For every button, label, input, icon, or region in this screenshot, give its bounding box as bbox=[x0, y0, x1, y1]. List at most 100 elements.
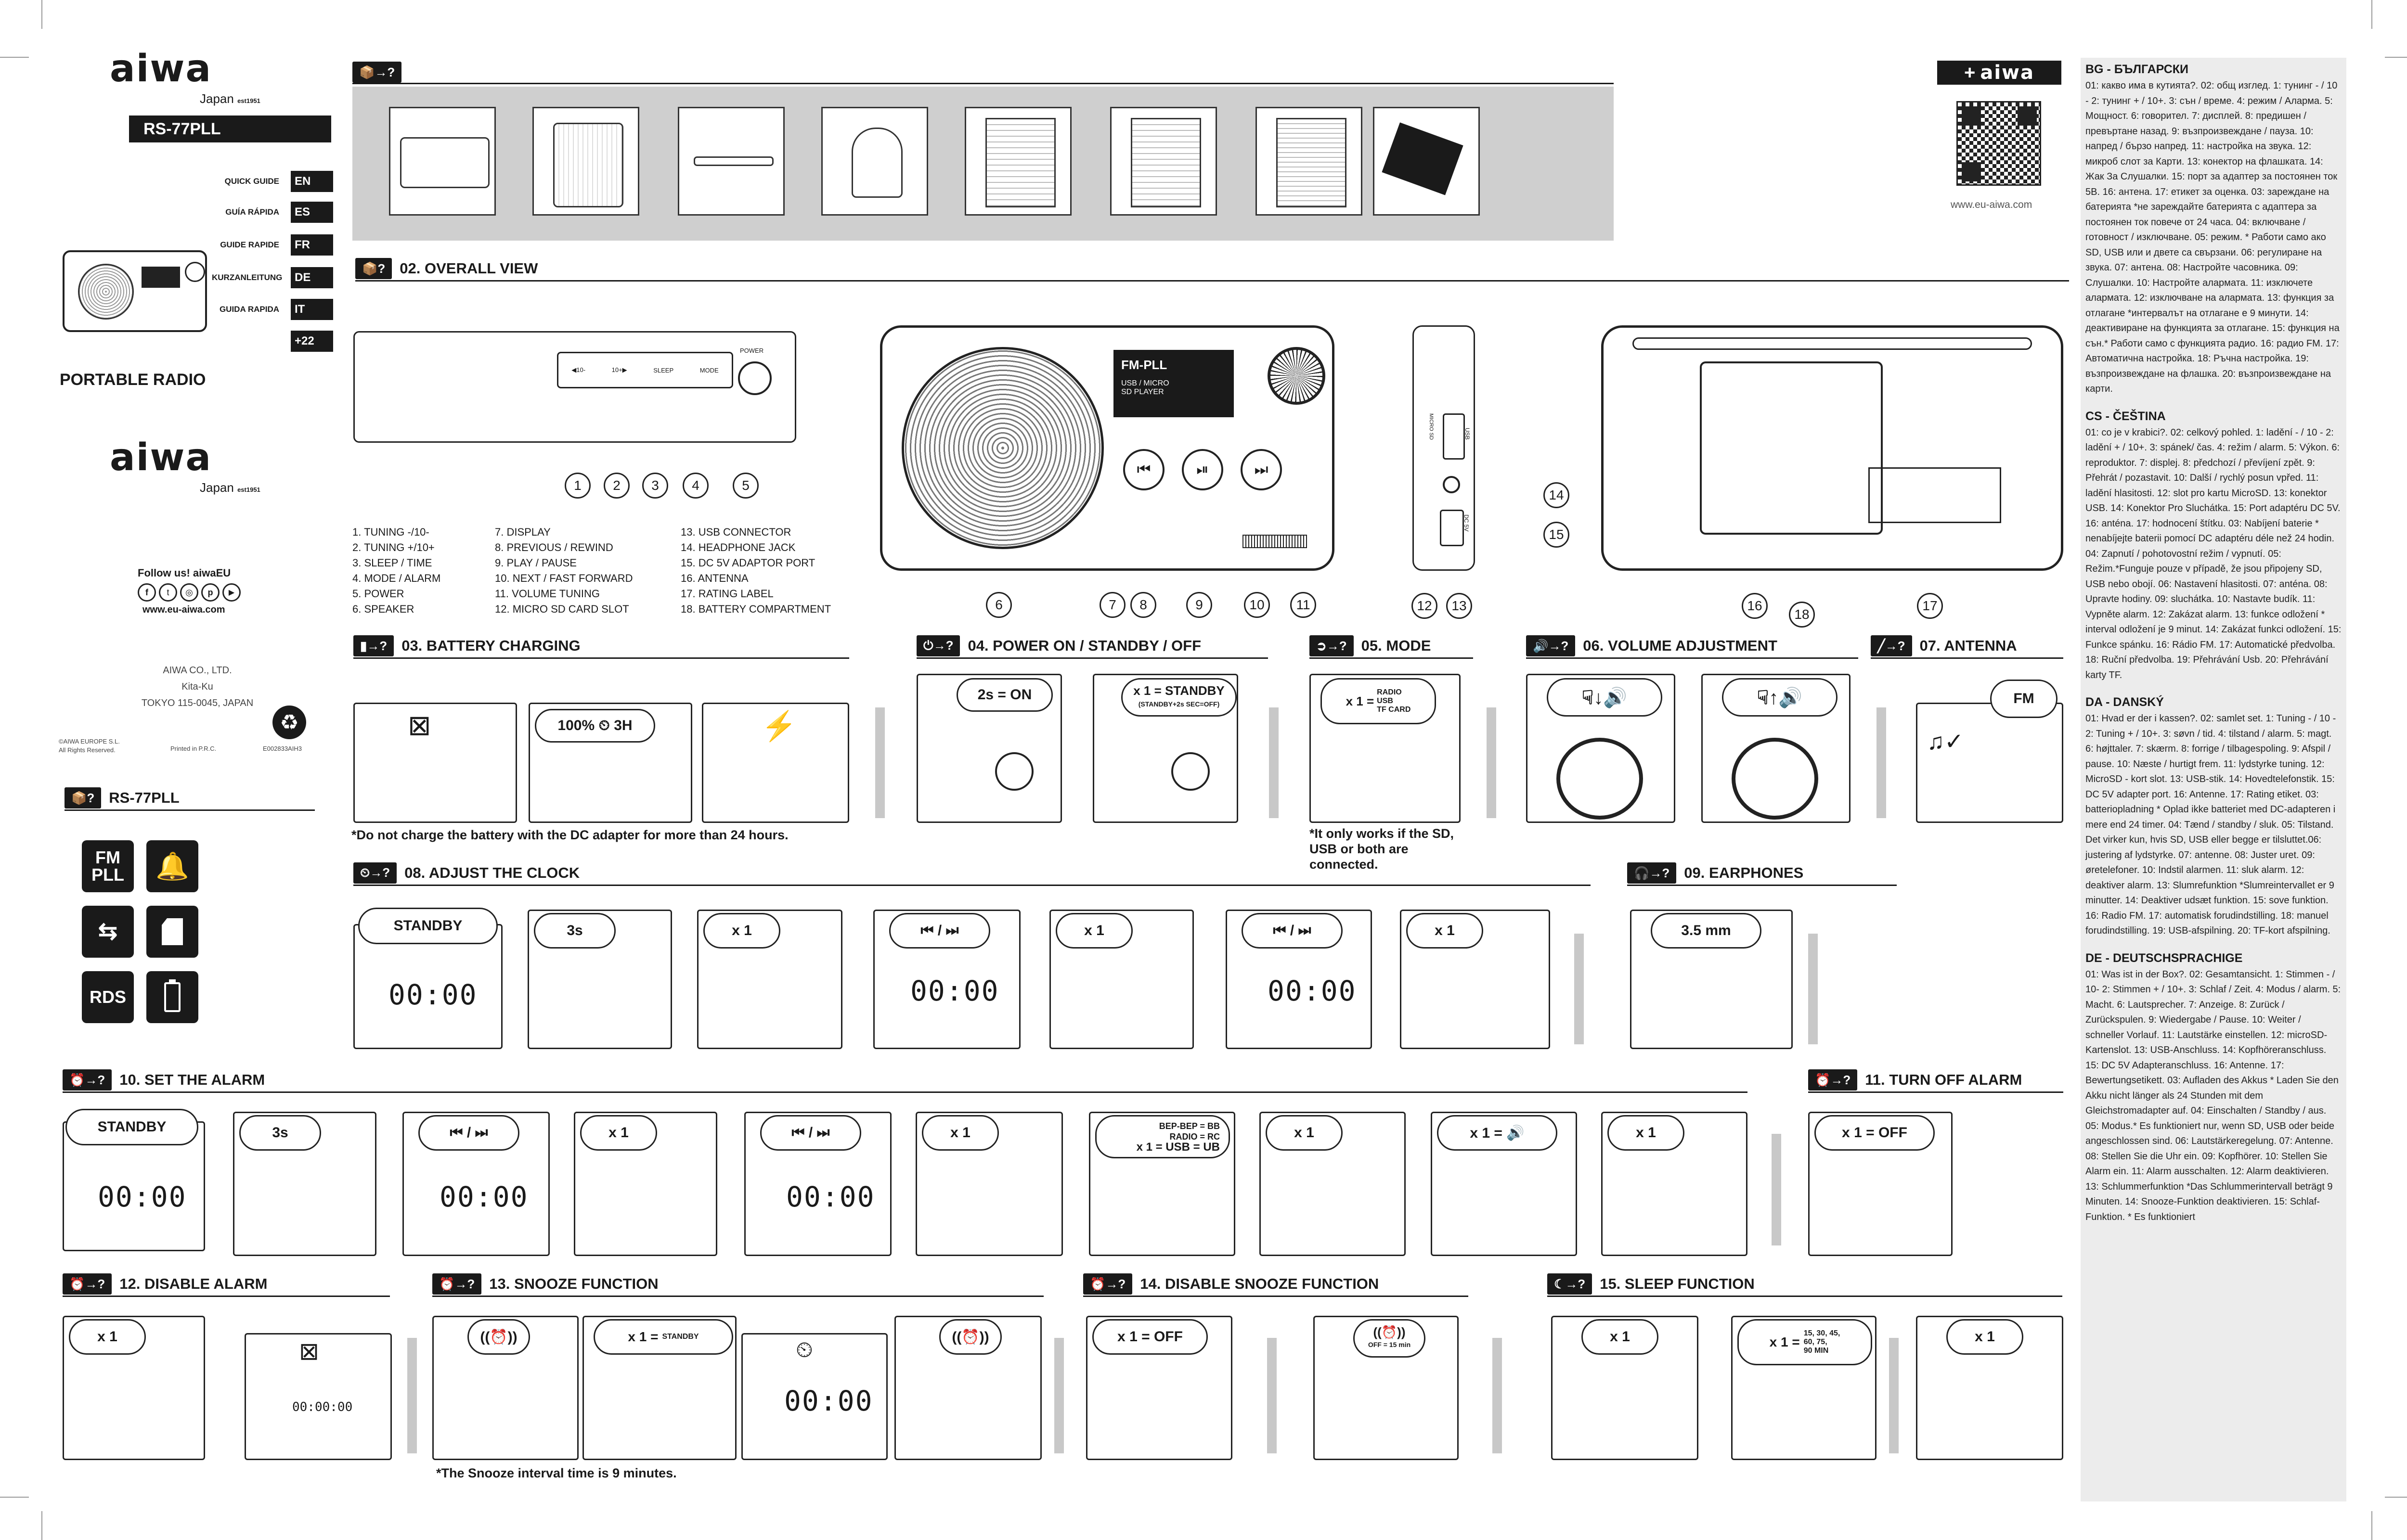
radio-thumbnail bbox=[63, 250, 207, 332]
s13-note: *The Snooze interval time is 9 minutes. bbox=[436, 1466, 677, 1480]
tuning-plus-label[interactable]: 10+▶ bbox=[611, 366, 627, 373]
divider bbox=[1871, 657, 2063, 659]
lang-code: ES bbox=[291, 202, 333, 223]
radio-top-view: ◀10- 10+▶ SLEEP MODE POWER bbox=[353, 331, 796, 443]
mode-radio: RADIO bbox=[1377, 688, 1402, 696]
headphone-jack[interactable] bbox=[1443, 476, 1460, 493]
callout-1: 1 bbox=[565, 473, 591, 499]
alarm-usb: x 1 = USB = UB bbox=[1136, 1141, 1220, 1154]
divider bbox=[63, 1091, 1747, 1093]
power-button[interactable] bbox=[1171, 752, 1210, 791]
lang-text: 01: Was ist in der Box?. 02: Gesamtansic… bbox=[2085, 969, 2341, 1222]
facebook-icon[interactable]: f bbox=[138, 583, 156, 602]
s09-header: 🎧→? 09. EARPHONES bbox=[1627, 862, 1803, 884]
volume-knob[interactable] bbox=[1268, 347, 1325, 405]
instagram-icon[interactable]: ◎ bbox=[180, 583, 198, 602]
lang-block-bg: BG - БЪЛГАРСКИ 01: какво има в кутията?.… bbox=[2085, 63, 2342, 397]
alarm-step-2: 3s bbox=[233, 1112, 376, 1256]
clock-step-7: x 1 bbox=[1400, 910, 1550, 1049]
snooze-bubble: x 1 = STANDBY bbox=[594, 1319, 733, 1355]
skip-bubble: ⏮ / ⏭ bbox=[1242, 913, 1343, 949]
battery-question-icon: ▮→? bbox=[353, 635, 394, 656]
clock-display: 00:00:00 bbox=[292, 1400, 353, 1414]
legend-col-2: 7. DISPLAY 8. PREVIOUS / REWIND 9. PLAY … bbox=[495, 525, 633, 617]
mode-question-icon: ➲→? bbox=[1309, 635, 1354, 656]
item-pouch bbox=[532, 107, 639, 216]
previous-button[interactable]: ⏮ bbox=[1123, 449, 1165, 490]
twitter-icon[interactable]: t bbox=[159, 583, 177, 602]
website[interactable]: www.eu-aiwa.com bbox=[142, 604, 225, 615]
lang-label: QUICK GUIDE bbox=[224, 177, 279, 186]
dc-port[interactable] bbox=[1440, 510, 1464, 546]
next-button[interactable]: ⏭ bbox=[1241, 449, 1282, 490]
alarm-step-10: x 1 bbox=[1601, 1112, 1747, 1256]
features-header: 📦? RS-77PLL bbox=[65, 787, 180, 808]
guide-illustration bbox=[1131, 118, 1201, 207]
snooze-step-2: x 1 = STANDBY bbox=[582, 1316, 737, 1460]
jack-size-bubble: 3.5 mm bbox=[1651, 913, 1761, 949]
divider bbox=[353, 885, 1591, 886]
translations-column: BG - БЪЛГАРСКИ 01: какво има в кутията?.… bbox=[2081, 58, 2346, 1502]
s15-title: 15. SLEEP FUNCTION bbox=[1600, 1275, 1755, 1292]
company-name: AIWA CO., LTD. bbox=[163, 665, 232, 676]
qr-url[interactable]: www.eu-aiwa.com bbox=[1951, 199, 2032, 210]
usb-micro-text: USB / MICRO bbox=[1121, 379, 1169, 387]
separator bbox=[1269, 707, 1279, 818]
crop-mark bbox=[2385, 57, 2407, 58]
lang-label: GUIDE RAPIDE bbox=[220, 240, 279, 249]
s11-header: ⏰→? 11. TURN OFF ALARM bbox=[1808, 1069, 2022, 1091]
alarm-step-6: x 1 bbox=[916, 1112, 1063, 1256]
s03-header: ▮→? 03. BATTERY CHARGING bbox=[353, 635, 581, 656]
press-x1-bubble: x 1 bbox=[1266, 1115, 1343, 1151]
tuning-minus-label[interactable]: ◀10- bbox=[571, 366, 586, 373]
divider bbox=[1083, 1296, 1468, 1297]
power-label: POWER bbox=[740, 347, 764, 354]
snooze-x1: x 1 = bbox=[628, 1329, 659, 1344]
brand-plate bbox=[1242, 535, 1307, 548]
pll-label: PLL bbox=[91, 865, 124, 885]
box-question-icon: 📦→? bbox=[352, 62, 402, 83]
lang-block-de: DE - DEUTSCHSPRACHIGE 01: Was ist in der… bbox=[2085, 951, 2342, 1225]
clock-display-hours: 00:00 bbox=[910, 975, 999, 1007]
lang-row-more[interactable]: +22 bbox=[212, 330, 333, 352]
sd-player-text: SD PLAYER bbox=[1121, 388, 1164, 396]
play-pause-button[interactable]: ⏯ bbox=[1182, 449, 1223, 490]
sleep-label[interactable]: SLEEP bbox=[653, 366, 674, 374]
qr-code[interactable] bbox=[1956, 101, 2041, 186]
lang-heading: BG - БЪЛГАРСКИ bbox=[2085, 63, 2189, 76]
power-button[interactable] bbox=[738, 361, 772, 395]
alarm-source-bubble: BEP-BEP = BB RADIO = RC x 1 = USB = UB bbox=[1095, 1115, 1230, 1158]
clock-step-4: ⏮ / ⏭ 00:00 bbox=[873, 910, 1021, 1049]
divider bbox=[1808, 1091, 2063, 1093]
usb-port[interactable] bbox=[1443, 413, 1465, 460]
battery-icon bbox=[146, 971, 198, 1023]
separator bbox=[1054, 1338, 1064, 1453]
fm-label: FM bbox=[95, 847, 120, 867]
alarm-question-icon: ⏰→? bbox=[63, 1273, 112, 1295]
divider bbox=[1309, 657, 1473, 659]
s05-note: *It only works if the SD, USB or both ar… bbox=[1309, 826, 1454, 872]
mode-label[interactable]: MODE bbox=[699, 366, 719, 374]
sleep-opt-3: 90 MIN bbox=[1803, 1347, 1829, 1355]
separator bbox=[407, 1338, 417, 1453]
volume-knob[interactable] bbox=[1732, 738, 1818, 820]
lang-code: +22 bbox=[291, 331, 333, 352]
callout-11: 11 bbox=[1290, 592, 1316, 618]
skip-bubble: ⏮ / ⏭ bbox=[418, 1115, 519, 1151]
s11-title: 11. TURN OFF ALARM bbox=[1865, 1071, 2022, 1088]
youtube-icon[interactable]: ▶ bbox=[222, 583, 241, 602]
display-panel bbox=[142, 267, 180, 288]
company-address: AIWA CO., LTD. Kita-Ku TOKYO 115-0045, J… bbox=[120, 662, 274, 711]
power-button[interactable] bbox=[995, 752, 1034, 791]
callout-3: 3 bbox=[642, 473, 668, 499]
volume-knob[interactable] bbox=[1556, 738, 1643, 820]
divider bbox=[1526, 657, 1858, 659]
s15-header: ☾→? 15. SLEEP FUNCTION bbox=[1547, 1273, 1755, 1295]
divider bbox=[353, 657, 849, 659]
pinterest-icon[interactable]: p bbox=[201, 583, 220, 602]
